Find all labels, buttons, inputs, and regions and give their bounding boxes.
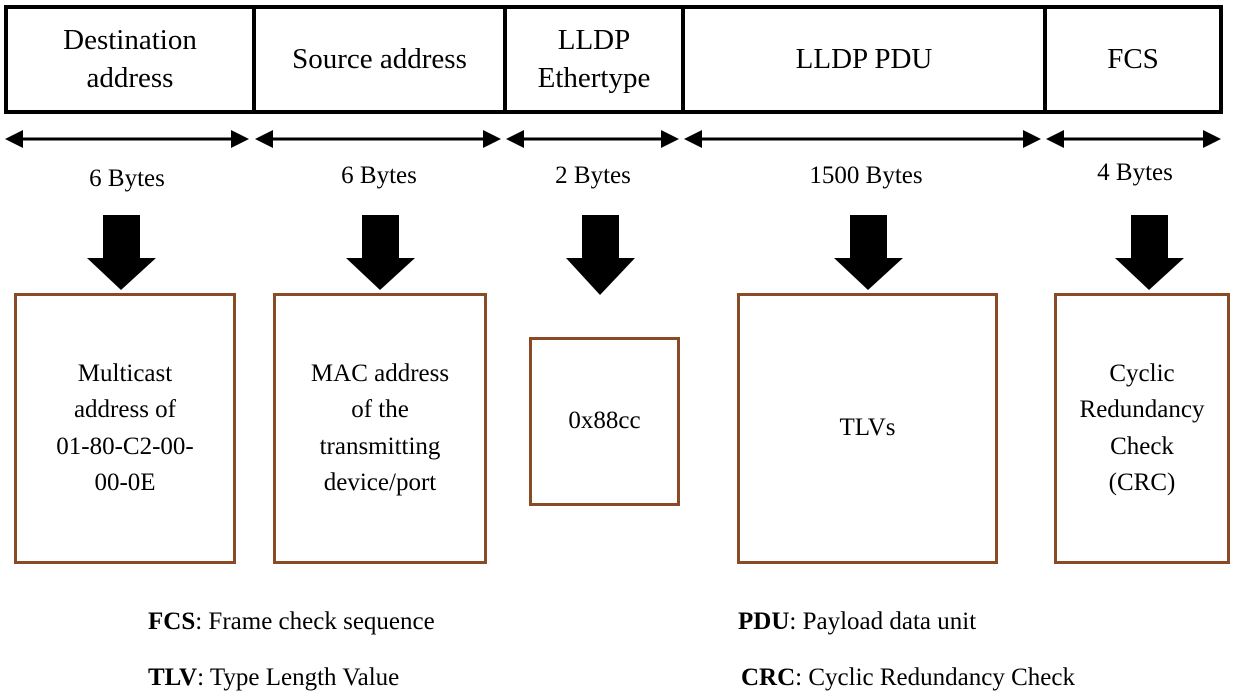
desc-destination: Multicast address of 01-80-C2-00- 00-0E [14, 293, 236, 564]
desc-source: MAC address of the transmitting device/p… [273, 293, 487, 564]
down-arrow-source [346, 215, 415, 290]
down-arrow-ethertype [566, 215, 635, 295]
size-destination: 6 Bytes [89, 165, 165, 192]
desc-ethertype: 0x88cc [529, 337, 680, 506]
legend-abbr: PDU [738, 608, 790, 635]
legend-crc: CRC: Cyclic Redundancy Check [741, 664, 1075, 692]
desc-fcs: Cyclic Redundancy Check (CRC) [1054, 293, 1230, 564]
size-pdu: 1500 Bytes [809, 162, 923, 189]
legend-fcs: FCS: Frame check sequence [148, 608, 435, 636]
header-lldp-ethertype: LLDP Ethertype [503, 5, 685, 114]
header-destination-address: Destination address [4, 5, 256, 114]
legend-abbr: TLV [148, 664, 198, 691]
legend-definition: : Type Length Value [197, 664, 400, 691]
legend-definition: : Frame check sequence [195, 608, 435, 635]
down-arrow-fcs [1115, 215, 1184, 290]
legend-definition: : Cyclic Redundancy Check [795, 664, 1075, 691]
legend-abbr: FCS [148, 608, 196, 635]
size-fcs: 4 Bytes [1097, 159, 1173, 186]
size-source: 6 Bytes [341, 162, 417, 189]
size-ethertype: 2 Bytes [555, 162, 631, 189]
legend-abbr: CRC [741, 664, 796, 691]
header-fcs: FCS [1043, 5, 1223, 114]
legend-tlv: TLV: Type Length Value [148, 664, 399, 692]
desc-pdu: TLVs [737, 293, 998, 564]
legend-definition: : Payload data unit [789, 608, 977, 635]
down-arrow-pdu [834, 215, 903, 290]
down-arrow-destination [87, 215, 156, 290]
legend-pdu: PDU: Payload data unit [738, 608, 976, 636]
header-lldp-pdu: LLDP PDU [681, 5, 1047, 114]
